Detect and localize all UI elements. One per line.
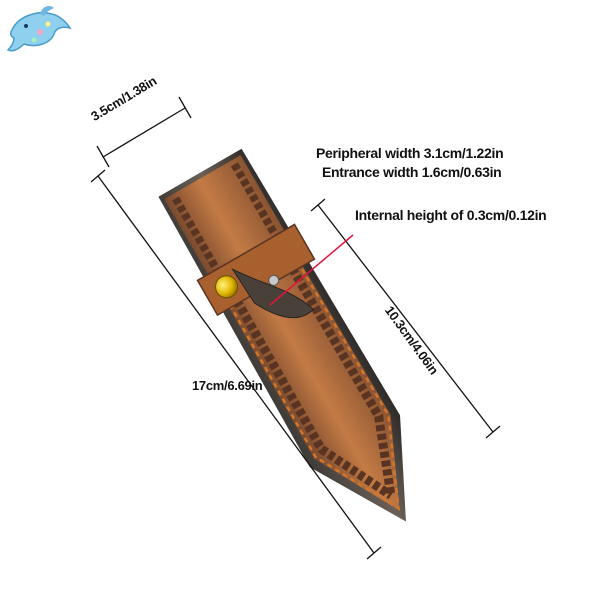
strap-tab	[231, 268, 315, 319]
internal-height-pointer	[269, 234, 354, 306]
total-length-label: 17cm/6.69in	[192, 378, 263, 393]
dimension-blade-length	[310, 198, 501, 439]
stitching	[224, 256, 400, 511]
blade-pocket	[218, 247, 400, 511]
dimension-total-length	[90, 169, 382, 560]
brass-rivet	[215, 275, 239, 299]
peripheral-width-label: Peripheral width 3.1cm/1.22in	[316, 145, 504, 161]
dimension-top-width	[96, 96, 192, 168]
dolphin-logo-icon	[6, 6, 72, 52]
internal-height-label: Internal height of 0.3cm/0.12in	[355, 207, 547, 223]
sheath	[158, 148, 406, 522]
entrance-width-label: Entrance width 1.6cm/0.63in	[322, 164, 502, 180]
snap-button	[268, 274, 280, 286]
